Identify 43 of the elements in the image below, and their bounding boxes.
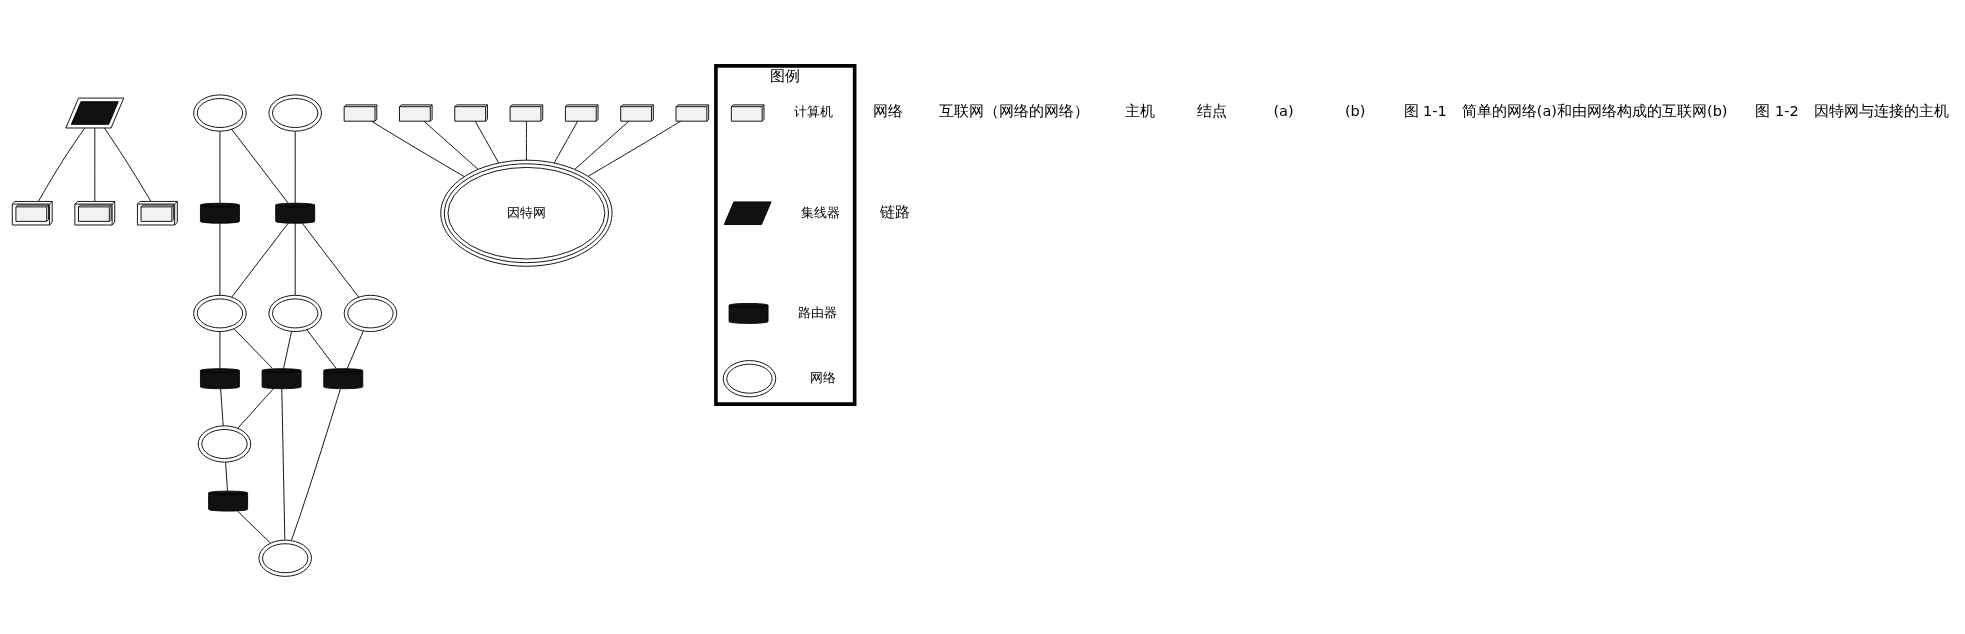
- connector: [225, 461, 228, 491]
- connector: [301, 222, 360, 297]
- connector: [237, 510, 271, 543]
- connector: [553, 120, 579, 163]
- connector: [574, 120, 630, 170]
- connector: [220, 387, 224, 426]
- label: 网络: [873, 102, 904, 119]
- connector: [219, 330, 221, 369]
- connector: [294, 130, 296, 204]
- label: 结点: [1196, 102, 1227, 119]
- connector: [37, 127, 85, 202]
- label: (a): [1273, 102, 1294, 119]
- legend-label: 路由器: [797, 304, 837, 320]
- connector: [237, 387, 274, 429]
- label: 图 1-1 简单的网络(a)和由网络构成的互联网(b): [1403, 102, 1728, 119]
- connector: [283, 330, 292, 369]
- connector: [219, 222, 221, 296]
- legend-label: 集线器: [800, 204, 840, 220]
- connector: [346, 330, 364, 369]
- connector: [103, 127, 152, 201]
- connector: [294, 222, 296, 296]
- label: 链路: [879, 203, 910, 220]
- node-cloud: [197, 424, 252, 463]
- connector: [306, 328, 337, 369]
- connector: [219, 130, 221, 204]
- node-hub: [723, 200, 772, 225]
- connector: [525, 120, 527, 161]
- label: 主机: [1125, 102, 1156, 119]
- connector: [281, 387, 286, 540]
- connector: [231, 222, 289, 297]
- connector: [233, 328, 273, 369]
- label: 互联网（网络的网络）: [939, 102, 1090, 119]
- connector: [423, 120, 479, 170]
- connector: [231, 128, 289, 204]
- legend-label: 计算机: [794, 103, 834, 119]
- legend-label: 网络: [809, 369, 836, 385]
- connector: [474, 120, 500, 163]
- label: (b): [1344, 102, 1366, 119]
- connector: [290, 387, 341, 541]
- connector: [371, 120, 465, 177]
- label: 图 1-2 因特网与连接的主机: [1755, 102, 1949, 119]
- connector: [587, 120, 682, 177]
- connector: [94, 127, 96, 202]
